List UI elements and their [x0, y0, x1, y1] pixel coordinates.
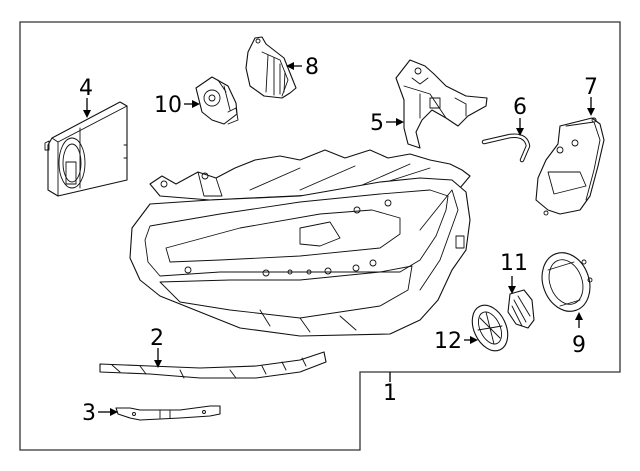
arrowhead-9 [575, 312, 583, 320]
part-1-headlamp-assembly[interactable] [129, 149, 471, 337]
part-10-fan[interactable] [195, 76, 239, 125]
callout-5[interactable]: 5 [370, 111, 384, 136]
arrowhead-5 [396, 118, 404, 126]
part-4-control-module[interactable] [44, 101, 128, 197]
callout-4[interactable]: 4 [79, 76, 93, 101]
arrowhead-12 [470, 336, 478, 344]
callout-1[interactable]: 1 [383, 381, 397, 406]
part-9-bulb-socket-ring[interactable] [534, 246, 598, 318]
callout-10[interactable]: 10 [154, 93, 182, 118]
part-8-cover[interactable] [245, 36, 297, 99]
part-6-hose[interactable] [481, 133, 531, 163]
part-5-upper-bracket[interactable] [395, 59, 488, 149]
arrowhead-7 [587, 108, 595, 116]
callout-9[interactable]: 9 [572, 333, 586, 358]
arrowhead-2 [154, 360, 162, 368]
part-12-access-cap[interactable] [465, 299, 514, 356]
part-2-lower-bracket[interactable] [99, 351, 327, 379]
callout-7[interactable]: 7 [584, 75, 598, 100]
arrowhead-3 [110, 408, 118, 416]
callout-8[interactable]: 8 [305, 55, 319, 80]
callout-2[interactable]: 2 [150, 326, 164, 351]
arrowhead-8 [286, 62, 294, 70]
arrowhead-4 [83, 110, 91, 118]
arrowhead-10 [192, 100, 200, 108]
callout-11[interactable]: 11 [500, 251, 528, 276]
diagram-frame [19, 21, 621, 451]
callout-6[interactable]: 6 [513, 95, 527, 120]
arrowhead-11 [508, 286, 516, 294]
arrowhead-6 [516, 128, 524, 136]
callout-leaders [83, 62, 595, 416]
callout-3[interactable]: 3 [82, 401, 96, 426]
callout-12[interactable]: 12 [434, 329, 462, 354]
part-7-side-module[interactable] [535, 117, 605, 216]
part-3-small-bracket[interactable] [115, 405, 221, 421]
part-11-seal[interactable] [507, 289, 535, 329]
